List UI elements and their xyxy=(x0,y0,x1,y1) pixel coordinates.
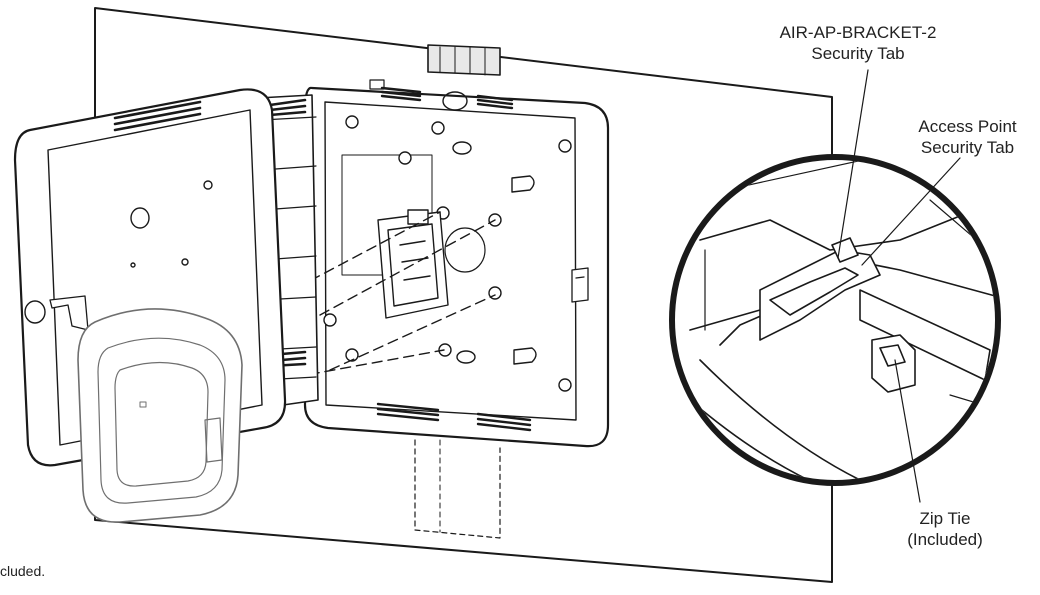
callout-bracket-security-tab: AIR-AP-BRACKET-2 Security Tab xyxy=(763,22,953,64)
callout-bracket-line2: Security Tab xyxy=(811,44,905,63)
enclosure-base xyxy=(261,79,610,448)
standoffs xyxy=(452,141,537,365)
mounting-post xyxy=(414,44,501,539)
leader-lines xyxy=(837,69,961,503)
access-point xyxy=(77,308,243,523)
callout-ap-line1: Access Point xyxy=(918,117,1017,136)
callout-bracket-line1: AIR-AP-BRACKET-2 xyxy=(779,23,937,42)
detail-magnifier xyxy=(669,154,1001,486)
callout-zip-tie: Zip Tie (Included) xyxy=(870,508,1020,550)
callout-ap-security-tab: Access Point Security Tab xyxy=(895,116,1040,158)
callout-ap-line2: Security Tab xyxy=(920,138,1015,157)
callout-zip-line1: Zip Tie xyxy=(919,509,971,528)
callout-zip-line2: (Included) xyxy=(907,530,983,549)
caption-fragment: cluded. xyxy=(0,563,46,579)
